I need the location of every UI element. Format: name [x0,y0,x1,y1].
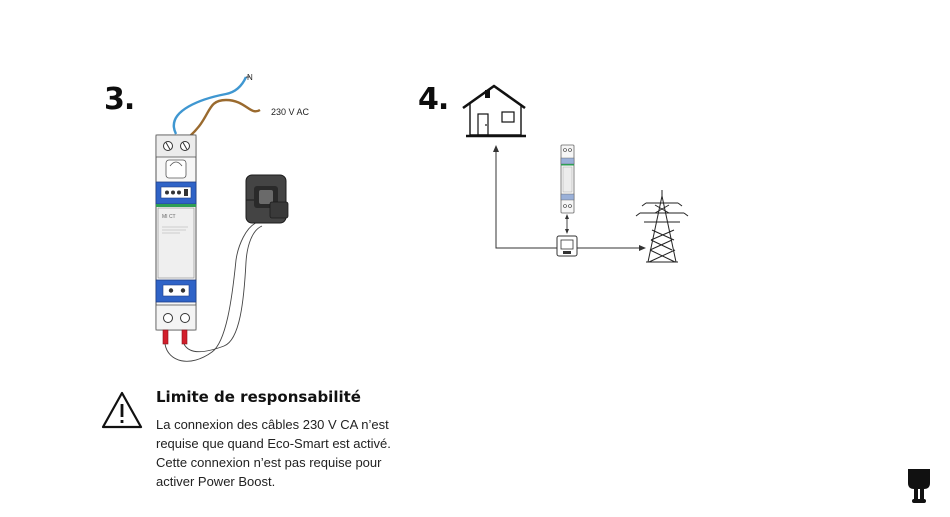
din-energy-meter: MI CT [156,135,196,344]
power-pylon-icon [636,190,688,262]
brand-logo-icon [906,465,932,507]
voltage-label: 230 V AC [271,107,310,117]
live-wire [190,100,260,136]
small-ct-clamp-icon [557,236,577,256]
meter-model-label: MI CT [162,214,176,220]
warning-triangle-icon [100,390,144,430]
notice-title: Limite de responsabilité [156,388,361,406]
notice-body: La connexion des câbles 230 V CA n’est r… [156,415,396,491]
step-4-diagram [463,86,688,262]
ct-clamp [246,175,288,223]
house-icon [463,86,526,136]
small-meter-icon [561,145,574,213]
neutral-label: N [247,73,253,82]
neutral-wire [174,77,246,134]
step-3-diagram: N 230 V AC MI CT [156,73,310,361]
